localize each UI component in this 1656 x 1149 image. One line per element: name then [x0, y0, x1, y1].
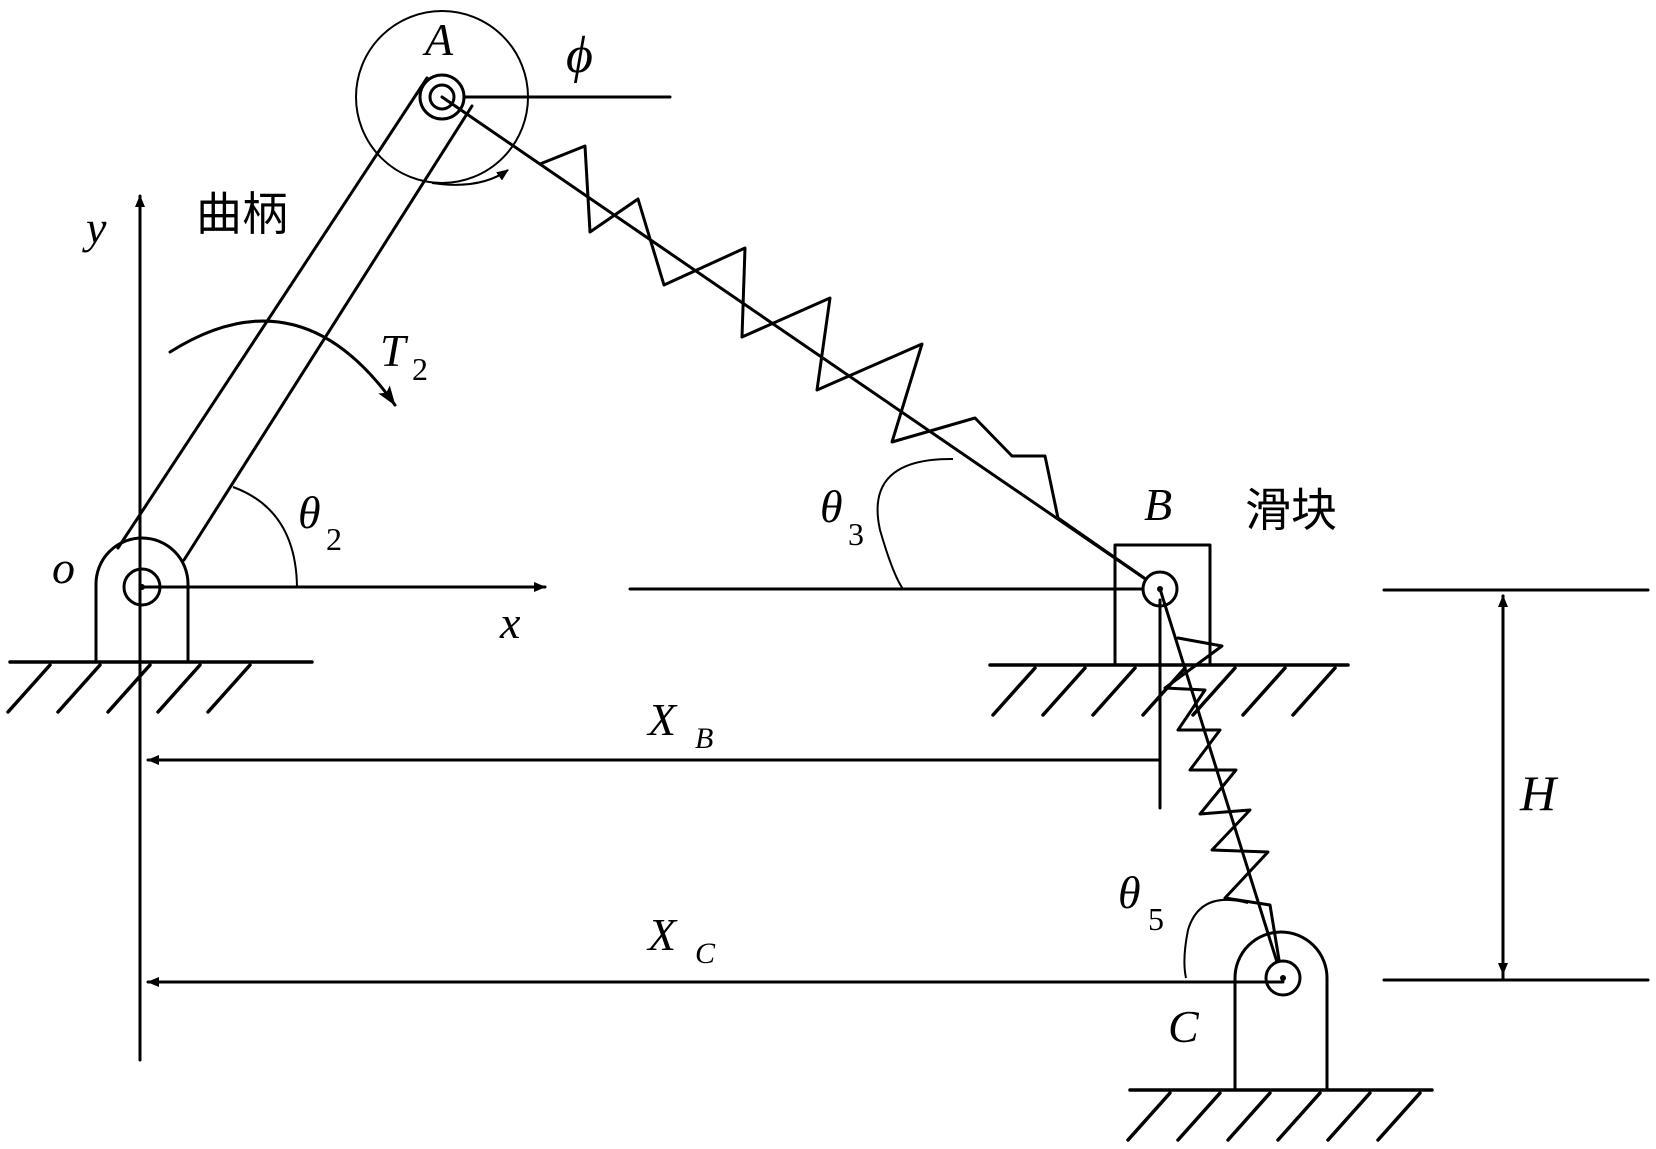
- theta3-arc: [876, 457, 954, 590]
- label-c: C: [1168, 1001, 1200, 1052]
- spring-ab: [440, 95, 1162, 591]
- pivot-o: [94, 536, 190, 664]
- label-a: A: [422, 14, 454, 65]
- spring-bc: [1158, 587, 1284, 980]
- torque-t2-arc: [168, 319, 397, 407]
- crank-link: [116, 76, 474, 562]
- ground-c: [1126, 1088, 1434, 1142]
- label-xc-sub: C: [695, 937, 716, 970]
- label-theta3: θ: [820, 481, 843, 532]
- label-t2-sub: 2: [412, 351, 428, 387]
- ground-b: [988, 663, 1350, 717]
- label-phi: ϕ: [566, 27, 593, 84]
- pivot-c: [1233, 930, 1329, 1092]
- label-t2: T: [380, 325, 409, 376]
- label-theta2-sub: 2: [326, 521, 342, 557]
- label-theta5: θ: [1118, 867, 1141, 918]
- label-theta2: θ: [298, 487, 321, 538]
- label-theta3-sub: 3: [848, 516, 864, 552]
- label-x: x: [499, 597, 521, 648]
- label-crank: 曲柄: [196, 187, 288, 241]
- phi-arc: [431, 169, 509, 186]
- theta2-arc: [232, 486, 298, 588]
- label-h: H: [1519, 765, 1559, 821]
- label-b: B: [1144, 479, 1172, 530]
- label-o: o: [52, 542, 75, 593]
- ground-o: [6, 660, 314, 714]
- label-xc: X: [646, 909, 678, 960]
- label-xb: X: [646, 694, 678, 745]
- theta5-arc: [1183, 898, 1249, 979]
- label-xb-sub: B: [695, 722, 713, 755]
- label-theta5-sub: 5: [1148, 901, 1164, 937]
- label-y: y: [82, 202, 107, 253]
- slider-block: [1113, 543, 1212, 667]
- label-slider: 滑块: [1245, 483, 1337, 537]
